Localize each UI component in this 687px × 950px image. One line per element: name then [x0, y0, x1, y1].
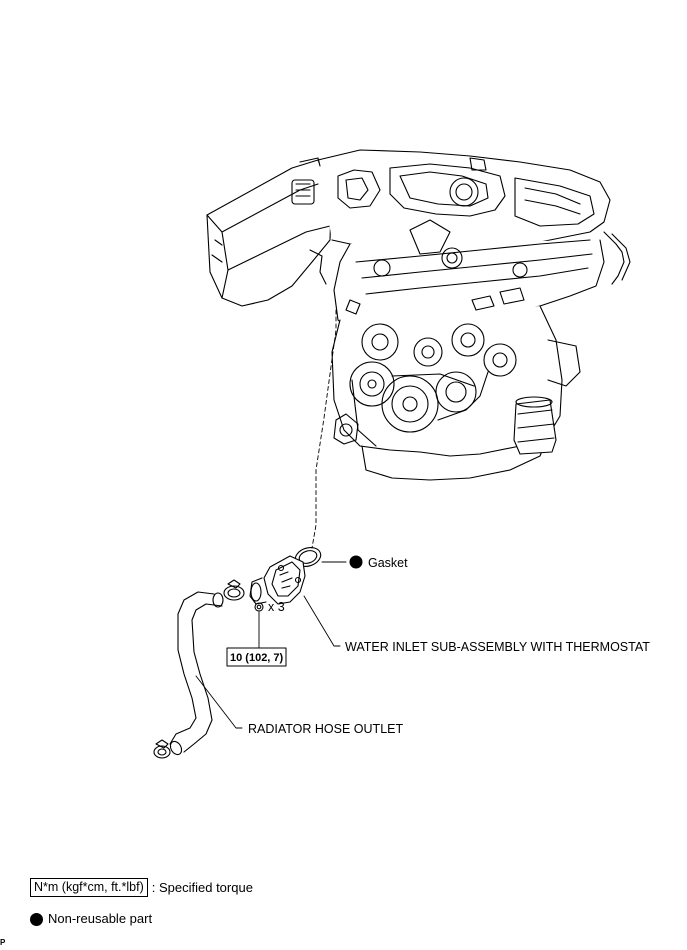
legend-torque-unit: N*m (kgf*cm, ft.*lbf) [30, 878, 148, 897]
radiator-hose-leader-line [195, 675, 243, 729]
torque-spec-box [226, 647, 287, 667]
engine-illustration [206, 149, 631, 481]
water-inlet-leader-line [303, 595, 341, 647]
water-inlet-label: WATER INLET SUB-ASSEMBLY WITH THERMOSTAT [345, 640, 650, 654]
gasket-label: Gasket [368, 556, 408, 570]
torque-spec-label: 10 (102, 7) [230, 652, 284, 664]
radiator-hose-label: RADIATOR HOSE OUTLET [248, 722, 403, 736]
legend-torque-desc: : Specified torque [151, 879, 253, 895]
legend-torque: N*m (kgf*cm, ft.*lbf) : Specified torque [30, 878, 253, 897]
hose-clamp-lower [153, 739, 171, 759]
water-inlet-thermostat [249, 555, 306, 605]
footer-mark: P [0, 938, 6, 947]
radiator-hose [169, 591, 224, 756]
legend-nonreusable: Non-reusable part [30, 910, 152, 928]
gasket-nonreusable-dot [349, 555, 363, 569]
bolt [254, 602, 264, 612]
nonreusable-dot-icon [30, 912, 43, 926]
hose-clamp-upper [223, 579, 245, 601]
locator-dashed-line [311, 309, 337, 549]
legend-nonreusable-label: Non-reusable part [48, 911, 153, 926]
bolt-quantity-label: x 3 [268, 600, 285, 614]
